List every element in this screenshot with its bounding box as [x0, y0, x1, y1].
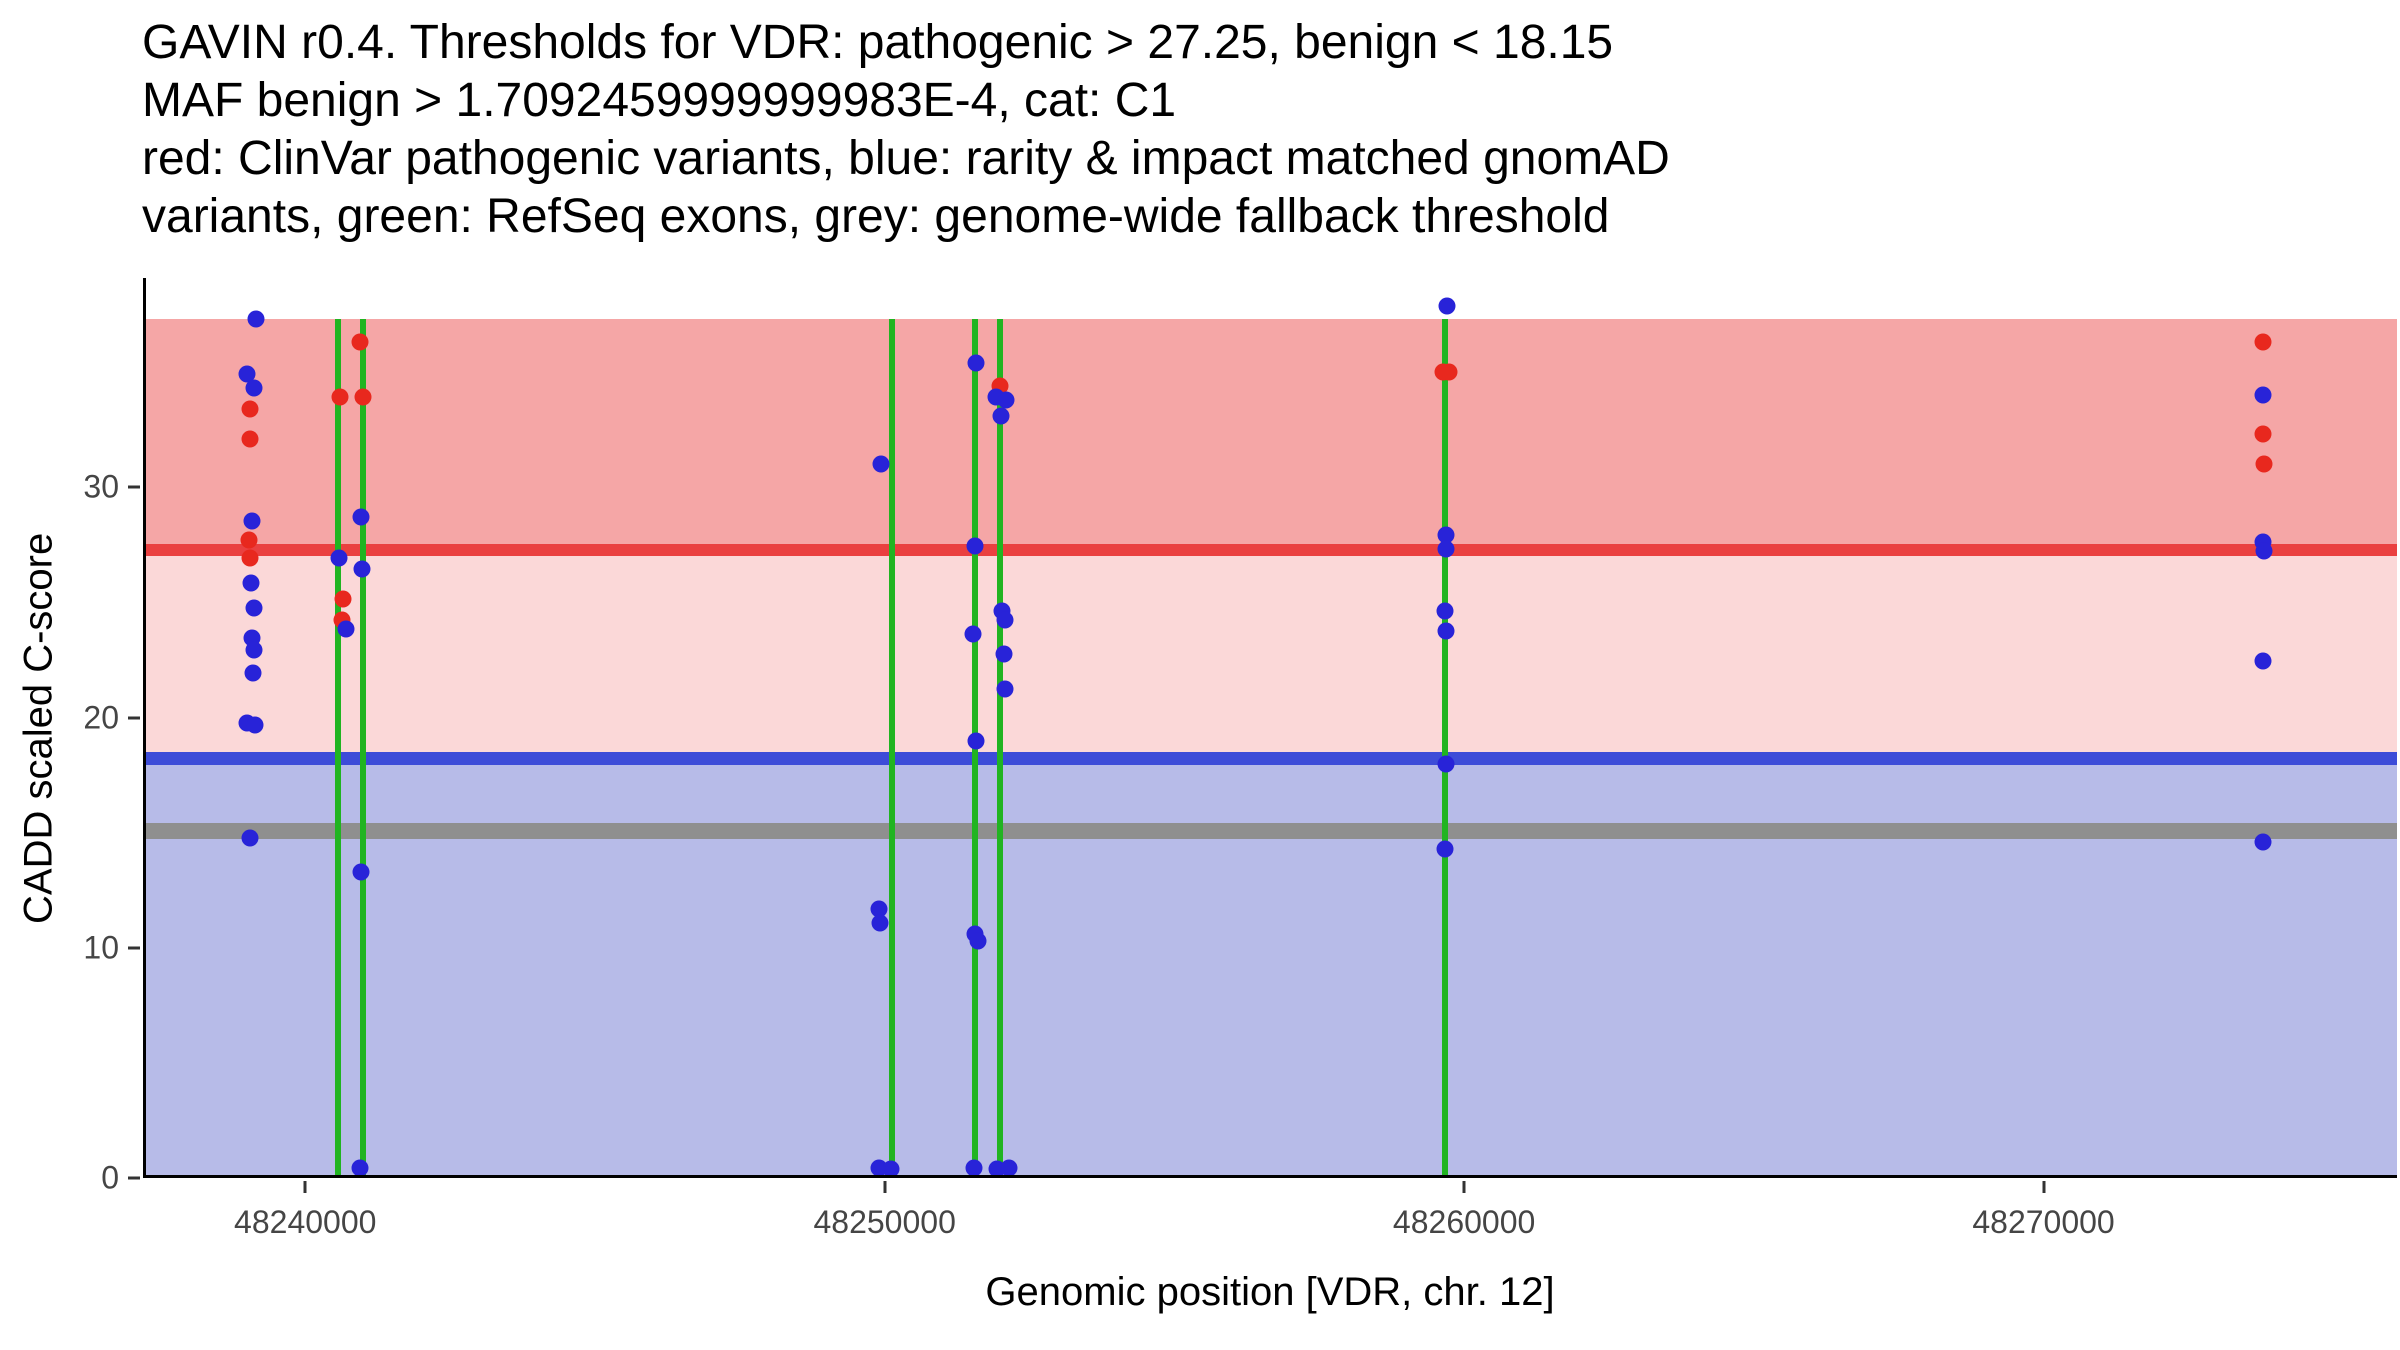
x-tick-mark: [883, 1181, 887, 1193]
variant-point-blue: [996, 680, 1014, 698]
y-tick-label: 10: [83, 929, 119, 966]
variant-point-blue: [997, 391, 1015, 409]
variant-point-blue: [2255, 542, 2273, 560]
x-tick-label: 48240000: [234, 1204, 377, 1240]
x-tick-mark: [303, 1181, 307, 1193]
variant-point-blue: [870, 900, 888, 918]
variant-point-blue: [352, 863, 370, 881]
y-axis-title: CADD scaled C-score: [16, 532, 61, 924]
variant-point-blue: [966, 537, 984, 555]
variant-point-blue: [244, 664, 262, 682]
threshold-line-benign: [146, 752, 2397, 766]
plot-title-line-4: variants, green: RefSeq exons, grey: gen…: [142, 190, 1610, 243]
variant-point-blue: [995, 645, 1013, 663]
x-tick-mark: [2042, 1181, 2046, 1193]
variant-point-blue: [245, 379, 263, 397]
variant-point-blue: [1438, 297, 1456, 315]
exon-line: [335, 319, 342, 1175]
variant-point-blue: [241, 829, 259, 847]
variant-point-blue: [353, 560, 371, 578]
variant-point-blue: [242, 574, 260, 592]
variant-point-blue: [243, 512, 261, 530]
y-tick-mark: [128, 1176, 140, 1180]
x-tick-label: 48270000: [1972, 1204, 2115, 1240]
y-tick-label: 0: [101, 1159, 119, 1196]
y-tick-label: 30: [83, 468, 119, 505]
exon-line: [889, 319, 896, 1175]
panel-wrap: 48240000 48250000 48260000 48270000 0 10 20 30: [83, 278, 2397, 1240]
region-pathogenic-zone: [146, 319, 2397, 550]
variant-point-red: [241, 549, 259, 567]
variant-point-blue: [330, 549, 348, 567]
x-tick-label: 48260000: [1392, 1204, 1536, 1240]
region-uncertain-zone: [146, 549, 2397, 759]
variant-point-blue: [245, 599, 263, 617]
variant-point-blue: [2254, 833, 2272, 851]
variant-point-red: [351, 333, 369, 351]
variant-point-blue: [1437, 540, 1455, 558]
variant-point-red: [331, 388, 349, 406]
y-tick-label: 20: [83, 699, 119, 736]
variant-point-blue: [245, 641, 263, 659]
threshold-line-genome-wide-fallback: [146, 822, 2397, 839]
variant-point-blue: [238, 365, 256, 383]
variant-point-blue: [1436, 602, 1454, 620]
variant-point-blue: [882, 1160, 900, 1175]
variant-point-blue: [992, 407, 1010, 425]
variant-point-blue: [2254, 652, 2272, 670]
variant-point-red: [2255, 455, 2273, 473]
variant-point-red: [2254, 333, 2272, 351]
plot-title-line-3: red: ClinVar pathogenic variants, blue: …: [142, 132, 1670, 185]
variant-point-red: [2254, 425, 2272, 443]
y-tick-mark: [128, 485, 140, 489]
plot-title: GAVIN r0.4. Thresholds for VDR: pathogen…: [142, 14, 1670, 246]
y-tick-mark: [128, 716, 140, 720]
variant-point-blue: [871, 914, 889, 932]
variant-point-blue: [1437, 755, 1455, 773]
variant-point-blue: [996, 611, 1014, 629]
variant-point-blue: [872, 455, 890, 473]
variant-point-blue: [246, 716, 264, 734]
plot-title-line-1: GAVIN r0.4. Thresholds for VDR: pathogen…: [142, 16, 1614, 69]
variant-point-blue: [967, 354, 985, 372]
variant-point-blue: [1437, 622, 1455, 640]
variant-point-blue: [969, 932, 987, 950]
region-benign-zone: [146, 758, 2397, 1175]
variant-point-red: [241, 400, 259, 418]
x-tick-label: 48250000: [813, 1204, 956, 1240]
exon-line: [997, 319, 1004, 1175]
variant-point-red: [241, 430, 259, 448]
variant-point-blue: [337, 620, 355, 638]
variant-point-blue: [247, 310, 265, 328]
threshold-line-pathogenic: [146, 543, 2397, 556]
plot-title-line-2: MAF benign > 1.7092459999999983E-4, cat:…: [142, 74, 1177, 127]
variant-point-blue: [1436, 840, 1454, 858]
variant-point-blue: [2254, 386, 2272, 404]
plot-panel: [143, 278, 2397, 1178]
variant-point-red: [240, 531, 258, 549]
variant-point-blue: [352, 508, 370, 526]
variant-point-red: [334, 590, 352, 608]
exon-line: [1442, 319, 1449, 1175]
x-tick-mark: [1462, 1181, 1466, 1193]
x-axis-title: Genomic position [VDR, chr. 12]: [985, 1270, 1555, 1314]
exon-line: [359, 319, 366, 1175]
variant-point-blue: [965, 1159, 983, 1175]
variant-point-blue: [967, 732, 985, 750]
variant-point-blue: [1000, 1159, 1018, 1175]
y-tick-mark: [128, 946, 140, 950]
variant-point-blue: [1437, 526, 1455, 544]
variant-point-blue: [351, 1159, 369, 1175]
variant-point-red: [354, 388, 372, 406]
variant-point-red: [1440, 363, 1458, 381]
variant-point-blue: [964, 625, 982, 643]
